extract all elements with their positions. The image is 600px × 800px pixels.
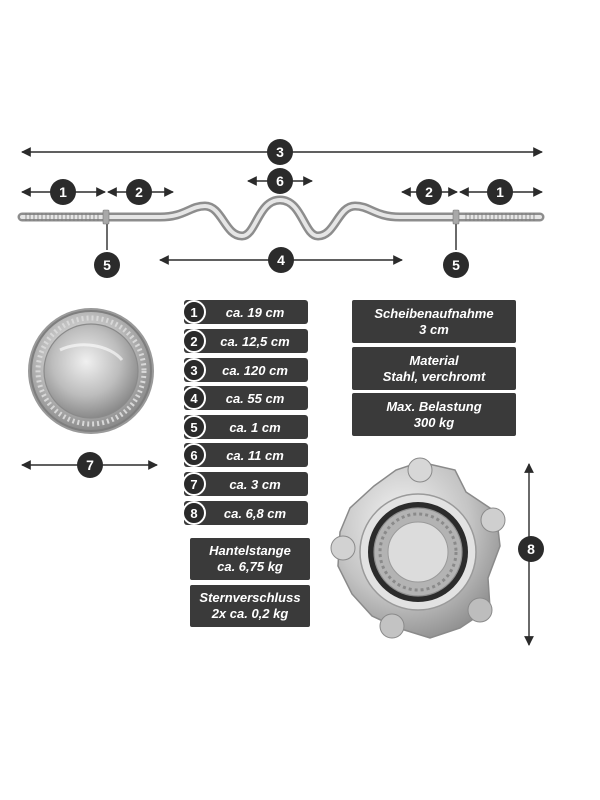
dimension-row-1: 1 ca. 19 cm <box>182 300 308 324</box>
badge-5-left: 5 <box>94 252 120 278</box>
badge-4: 4 <box>268 247 294 273</box>
collar-weight-value: 2x ca. 0,2 kg <box>211 606 289 621</box>
badge-7: 7 <box>77 452 103 478</box>
badge-2-right: 2 <box>416 179 442 205</box>
disc-hole-value: 3 cm <box>419 321 449 337</box>
dimension-number: 5 <box>182 415 206 439</box>
material-value: Stahl, verchromt <box>382 368 486 384</box>
dimension-row-3: 3 ca. 120 cm <box>182 358 308 382</box>
dimension-row-2: 2 ca. 12,5 cm <box>182 329 308 353</box>
dimension-row-7: 7 ca. 3 cm <box>182 472 308 496</box>
dimension-number: 8 <box>182 501 206 525</box>
dimension-value: ca. 1 cm <box>229 419 281 435</box>
material-label: Material <box>409 352 459 368</box>
badge-8: 8 <box>518 536 544 562</box>
dimension-row-8: 8 ca. 6,8 cm <box>182 501 308 525</box>
dimension-number: 6 <box>182 443 206 467</box>
curl-bar <box>17 195 545 241</box>
badge-1-left: 1 <box>50 179 76 205</box>
badge-1-right: 1 <box>487 179 513 205</box>
dimension-number: 4 <box>182 386 206 410</box>
dimension-value: ca. 55 cm <box>225 390 285 406</box>
disc-hole-box: Scheibenaufnahme 3 cm <box>352 300 516 343</box>
max-load-label: Max. Belastung <box>386 398 482 414</box>
disc-hole-label: Scheibenaufnahme <box>374 305 494 321</box>
dimension-value: ca. 6,8 cm <box>223 505 287 521</box>
dimension-row-6: 6 ca. 11 cm <box>182 443 308 467</box>
max-load-value: 300 kg <box>413 414 455 430</box>
dimension-row-5: 5 ca. 1 cm <box>182 415 308 439</box>
max-load-box: Max. Belastung 300 kg <box>352 393 516 436</box>
dimension-number: 2 <box>182 329 206 353</box>
bar-end-disc <box>28 308 154 434</box>
badge-2-left: 2 <box>126 179 152 205</box>
dimension-number: 7 <box>182 472 206 496</box>
dimension-value: ca. 12,5 cm <box>220 333 290 349</box>
collar-weight-box: Sternverschluss 2x ca. 0,2 kg <box>190 585 310 627</box>
dimension-value: ca. 3 cm <box>229 476 281 492</box>
bar-weight-label: Hantelstange <box>209 543 291 558</box>
badge-6: 6 <box>267 168 293 194</box>
badge-5-right: 5 <box>443 252 469 278</box>
dimension-value: ca. 19 cm <box>225 304 285 320</box>
dimension-row-4: 4 ca. 55 cm <box>182 386 308 410</box>
dimension-number: 1 <box>182 300 206 324</box>
bar-weight-box: Hantelstange ca. 6,75 kg <box>190 538 310 580</box>
bar-weight-value: ca. 6,75 kg <box>217 559 283 574</box>
collar-weight-label: Sternverschluss <box>199 590 301 605</box>
badge-3: 3 <box>267 139 293 165</box>
dimension-value: ca. 120 cm <box>222 362 288 378</box>
dimension-value: ca. 11 cm <box>226 447 284 463</box>
material-box: Material Stahl, verchromt <box>352 347 516 390</box>
star-collar <box>330 457 506 639</box>
dimension-number: 3 <box>182 358 206 382</box>
